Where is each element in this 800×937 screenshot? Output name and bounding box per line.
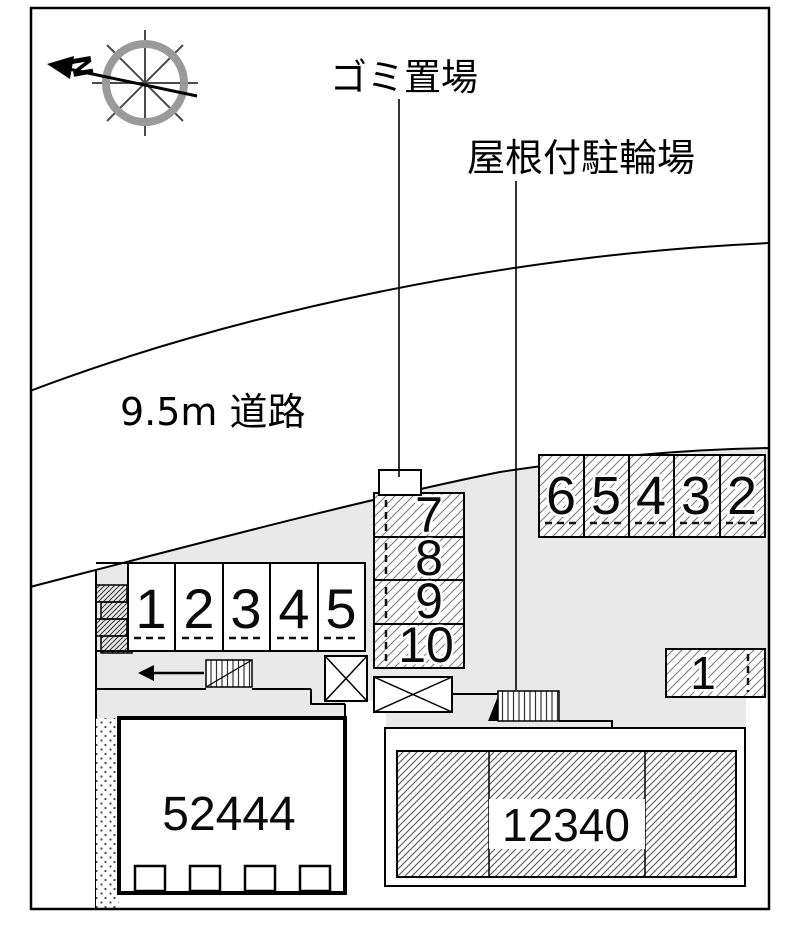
center-walkway bbox=[346, 701, 386, 909]
parking-stall-east: 1 bbox=[665, 645, 766, 702]
building-number-label-box bbox=[489, 799, 645, 849]
north-label: N bbox=[66, 52, 100, 80]
north-arrow-shaft bbox=[63, 66, 198, 98]
road-label: 9.5m 道路 bbox=[120, 390, 306, 434]
utility-box-small bbox=[324, 655, 368, 702]
stall-number: 9 bbox=[415, 573, 443, 629]
stall-number: 2 bbox=[183, 577, 214, 640]
stall-number: 1 bbox=[135, 577, 166, 640]
building-number-left: 52444 bbox=[162, 788, 295, 841]
stall-number: 1 bbox=[690, 647, 716, 699]
covered-bicycle-parking bbox=[488, 690, 560, 722]
stall-number: 4 bbox=[278, 577, 309, 640]
stall-number: 3 bbox=[681, 466, 711, 526]
road-lower-edge bbox=[29, 447, 771, 588]
west-outside-area bbox=[31, 555, 96, 908]
courtyard-boundary-lines bbox=[96, 688, 613, 728]
east-walkway bbox=[746, 698, 769, 909]
stall-number: 6 bbox=[546, 466, 576, 526]
parking-column-center: 7 8 9 10 bbox=[373, 485, 465, 676]
stall-number: 4 bbox=[636, 466, 666, 526]
road-upper-edge bbox=[29, 242, 771, 392]
compass-spokes bbox=[92, 30, 198, 136]
north-arrow-head bbox=[47, 56, 74, 79]
wall-connector-lines bbox=[96, 562, 128, 652]
garbage-label: ゴミ置場 bbox=[330, 56, 478, 99]
upper-row-dividers bbox=[583, 455, 721, 537]
stall-number: 2 bbox=[727, 466, 757, 526]
stall-number: 5 bbox=[591, 466, 621, 526]
ground-stipple-strip bbox=[96, 718, 119, 908]
center-column-dividers bbox=[374, 536, 464, 625]
compass-rose: N bbox=[47, 30, 198, 136]
front-row-dividers bbox=[174, 563, 319, 651]
parking-row-upper: 6 5 4 3 2 bbox=[538, 454, 766, 538]
stall-number: 5 bbox=[325, 577, 356, 640]
retaining-wall bbox=[95, 584, 133, 654]
utility-box-wide bbox=[373, 676, 453, 713]
parking-row-front: 1 2 3 4 5 bbox=[127, 562, 366, 652]
garbage-area-box bbox=[378, 469, 422, 496]
crenellation-pattern bbox=[133, 864, 332, 893]
stall-number: 8 bbox=[415, 530, 443, 586]
stall-number: 10 bbox=[398, 617, 454, 673]
building-left: 52444 bbox=[96, 716, 347, 908]
entrance-stairs-left bbox=[205, 659, 253, 688]
building-right: 12340 bbox=[384, 727, 746, 887]
stall-number: 3 bbox=[230, 577, 261, 640]
drawing-frame bbox=[29, 6, 771, 911]
bicycle-label: 屋根付駐輪場 bbox=[467, 136, 695, 180]
building-number-right: 12340 bbox=[502, 799, 630, 851]
entry-arrow bbox=[138, 665, 204, 681]
compass-ring bbox=[102, 40, 188, 126]
